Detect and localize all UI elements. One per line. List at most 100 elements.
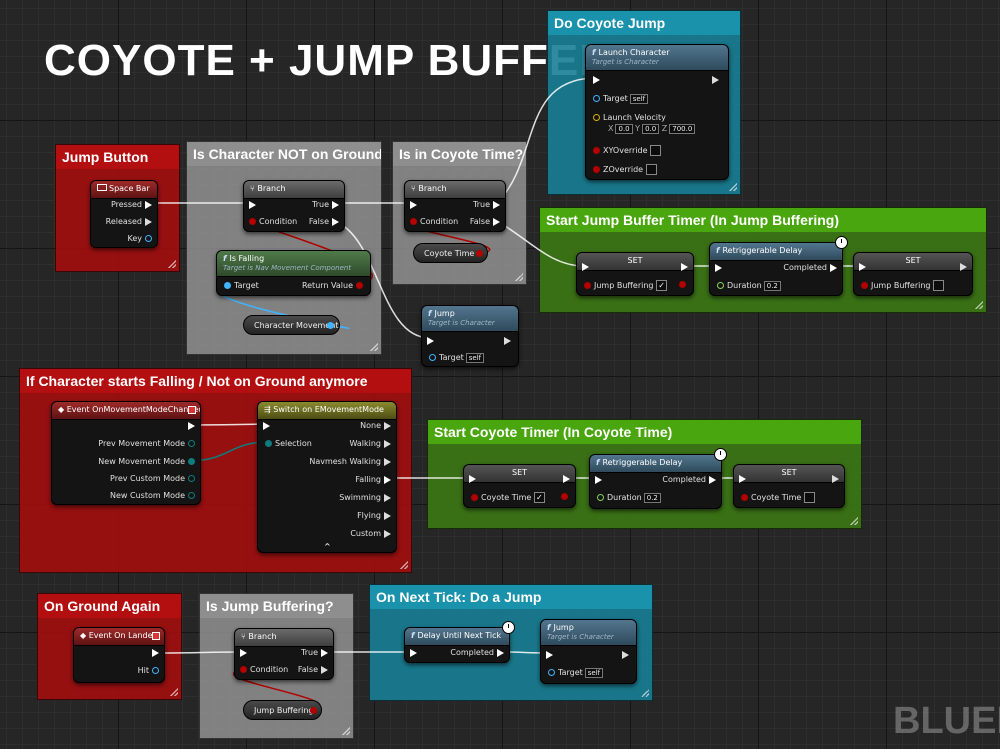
exec-in-pin[interactable] bbox=[427, 336, 434, 345]
coyote-time-variable[interactable]: Coyote Time bbox=[413, 243, 488, 263]
resize-grip-icon[interactable] bbox=[400, 561, 408, 569]
bool-pin[interactable] bbox=[471, 494, 478, 501]
exec-out-pin[interactable] bbox=[832, 474, 839, 483]
option-pin[interactable] bbox=[384, 421, 391, 430]
exec-in-pin[interactable] bbox=[595, 475, 602, 484]
z-override-checkbox[interactable] bbox=[645, 164, 657, 175]
vector-pin[interactable] bbox=[593, 114, 600, 121]
jump-buffering-checkbox[interactable] bbox=[933, 280, 945, 291]
exec-out-pin[interactable] bbox=[152, 648, 159, 657]
exec-in-pin[interactable] bbox=[739, 474, 746, 483]
option-pin[interactable] bbox=[384, 511, 391, 520]
set-coyote-time-node[interactable]: SET Coyote Time ✓ bbox=[463, 464, 576, 508]
true-pin[interactable] bbox=[332, 200, 339, 209]
target-pin[interactable] bbox=[429, 354, 436, 361]
target-pin[interactable] bbox=[548, 669, 555, 676]
exec-in-pin[interactable] bbox=[593, 75, 600, 84]
collapse-arrow-icon[interactable]: ^ bbox=[324, 542, 331, 551]
exec-out-pin[interactable] bbox=[563, 474, 570, 483]
resize-grip-icon[interactable] bbox=[515, 273, 523, 281]
bool-pin[interactable] bbox=[476, 250, 483, 257]
resize-grip-icon[interactable] bbox=[975, 301, 983, 309]
exec-in-pin[interactable] bbox=[240, 648, 247, 657]
target-pin[interactable] bbox=[593, 95, 600, 102]
set-jump-buffering-node[interactable]: SET Jump Buffering ✓ bbox=[576, 252, 694, 296]
bool-out-pin[interactable] bbox=[679, 281, 686, 288]
bool-pin[interactable] bbox=[310, 707, 317, 714]
target-value[interactable]: self bbox=[584, 668, 604, 678]
exec-in-pin[interactable] bbox=[263, 421, 270, 430]
y-value-field[interactable]: 0.0 bbox=[642, 124, 660, 134]
false-pin[interactable] bbox=[493, 217, 500, 226]
resize-grip-icon[interactable] bbox=[342, 727, 350, 735]
bool-pin[interactable] bbox=[593, 166, 600, 173]
exec-in-pin[interactable] bbox=[582, 262, 589, 271]
true-pin[interactable] bbox=[493, 200, 500, 209]
jump-buffering-variable[interactable]: Jump Buffering bbox=[243, 700, 322, 720]
completed-pin[interactable] bbox=[830, 263, 837, 272]
coyote-time-checkbox[interactable]: ✓ bbox=[533, 492, 545, 503]
target-value[interactable]: self bbox=[629, 94, 649, 104]
exec-out-pin[interactable] bbox=[681, 262, 688, 271]
resize-grip-icon[interactable] bbox=[168, 260, 176, 268]
delegate-pin[interactable] bbox=[188, 406, 196, 414]
option-pin[interactable] bbox=[384, 493, 391, 502]
condition-pin[interactable] bbox=[249, 218, 256, 225]
enum-pin[interactable] bbox=[188, 458, 195, 465]
jump-buffering-checkbox[interactable]: ✓ bbox=[656, 280, 668, 291]
branch-node[interactable]: ⑂ Branch Condition True False bbox=[243, 180, 345, 232]
duration-field[interactable]: 0.2 bbox=[643, 493, 661, 503]
delegate-pin[interactable] bbox=[152, 632, 160, 640]
xy-override-checkbox[interactable] bbox=[650, 145, 662, 156]
option-pin[interactable] bbox=[384, 457, 391, 466]
resize-grip-icon[interactable] bbox=[370, 343, 378, 351]
exec-in-pin[interactable] bbox=[410, 200, 417, 209]
resize-grip-icon[interactable] bbox=[729, 183, 737, 191]
character-movement-variable[interactable]: Character Movement bbox=[243, 315, 340, 335]
hit-pin[interactable] bbox=[152, 667, 159, 674]
completed-pin[interactable] bbox=[497, 648, 504, 657]
exec-in-pin[interactable] bbox=[859, 262, 866, 271]
target-value[interactable]: self bbox=[465, 353, 485, 363]
set-jump-buffering-node[interactable]: SET Jump Buffering bbox=[853, 252, 973, 296]
x-value-field[interactable]: 0.0 bbox=[615, 124, 633, 134]
enum-pin[interactable] bbox=[188, 440, 195, 447]
false-pin[interactable] bbox=[321, 665, 328, 674]
float-pin[interactable] bbox=[717, 282, 724, 289]
option-pin[interactable] bbox=[384, 439, 391, 448]
completed-pin[interactable] bbox=[709, 475, 716, 484]
branch-node[interactable]: ⑂ Branch Condition True False bbox=[404, 180, 506, 232]
bool-pin[interactable] bbox=[741, 494, 748, 501]
exec-out-pin[interactable] bbox=[188, 421, 195, 430]
exec-in-pin[interactable] bbox=[715, 263, 722, 272]
released-pin[interactable] bbox=[145, 217, 152, 226]
exec-in-pin[interactable] bbox=[410, 648, 417, 657]
key-pin[interactable] bbox=[145, 235, 152, 242]
target-pin[interactable] bbox=[224, 282, 231, 289]
exec-in-pin[interactable] bbox=[249, 200, 256, 209]
bool-out-pin[interactable] bbox=[561, 493, 568, 500]
object-pin[interactable] bbox=[327, 322, 334, 329]
z-value-field[interactable]: 700.0 bbox=[669, 124, 696, 134]
option-pin[interactable] bbox=[384, 529, 391, 538]
byte-pin[interactable] bbox=[188, 492, 195, 499]
return-value-pin[interactable] bbox=[356, 282, 363, 289]
bool-pin[interactable] bbox=[861, 282, 868, 289]
exec-out-pin[interactable] bbox=[712, 75, 719, 84]
space-bar-event-node[interactable]: Space Bar Pressed Released Key bbox=[90, 180, 158, 248]
switch-movement-mode-node[interactable]: ⇶ Switch on EMovementMode Selection None… bbox=[257, 401, 397, 553]
false-pin[interactable] bbox=[332, 217, 339, 226]
resize-grip-icon[interactable] bbox=[641, 689, 649, 697]
on-landed-event-node[interactable]: ◆ Event On Landed Hit bbox=[73, 627, 165, 683]
option-pin[interactable] bbox=[384, 475, 391, 484]
resize-grip-icon[interactable] bbox=[170, 688, 178, 696]
condition-pin[interactable] bbox=[240, 666, 247, 673]
coyote-time-checkbox[interactable] bbox=[803, 492, 815, 503]
duration-field[interactable]: 0.2 bbox=[763, 281, 781, 291]
exec-in-pin[interactable] bbox=[546, 650, 553, 659]
